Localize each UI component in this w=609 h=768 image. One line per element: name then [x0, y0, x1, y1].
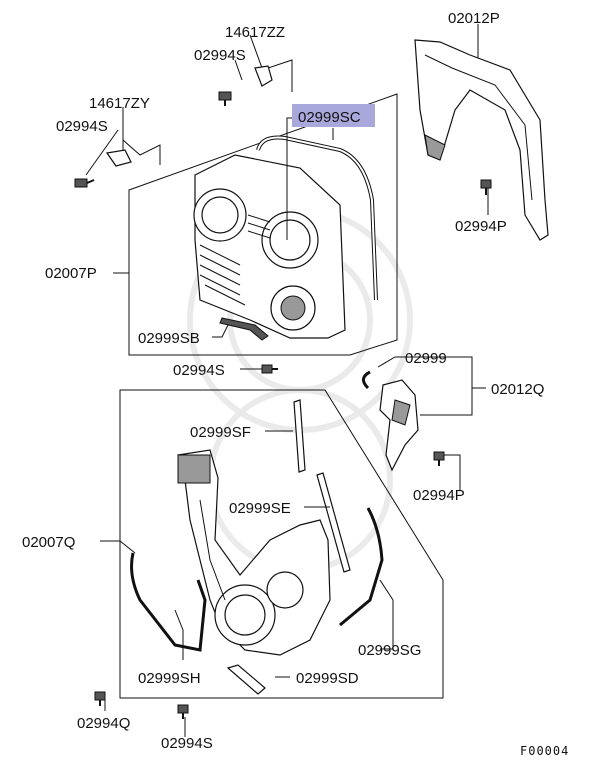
- upper-timing-cover[interactable]: [193, 154, 346, 339]
- label-02007q[interactable]: 02007Q: [22, 534, 75, 551]
- seal-02999sh[interactable]: [130, 552, 207, 652]
- label-02012p[interactable]: 02012P: [448, 10, 500, 27]
- label-02999sc[interactable]: 02999SC: [298, 109, 361, 126]
- seal-02999sb[interactable]: [219, 317, 269, 341]
- bracket-14617zz[interactable]: [254, 65, 273, 87]
- label-02994s-mid[interactable]: 02994S: [173, 362, 225, 379]
- figure-number: F00004: [520, 744, 569, 758]
- seal-02999sf[interactable]: [293, 399, 306, 473]
- label-02999sh[interactable]: 02999SH: [138, 670, 201, 687]
- label-02999sf[interactable]: 02999SF: [190, 424, 251, 441]
- timing-belt-back-plate[interactable]: [414, 39, 549, 241]
- bolt-02994s-bottom[interactable]: [177, 704, 189, 719]
- bolt-02994q[interactable]: [94, 691, 106, 706]
- label-14617zz[interactable]: 14617ZZ: [225, 24, 285, 41]
- bracket-02012q-leaders: [377, 356, 486, 490]
- bolt-02994p-top[interactable]: [480, 179, 492, 195]
- label-02007p[interactable]: 02007P: [45, 265, 97, 282]
- bracket-14617zy[interactable]: [105, 149, 132, 167]
- label-02994p-mid[interactable]: 02994P: [413, 487, 465, 504]
- bolt-02994p-mid[interactable]: [433, 451, 445, 466]
- lower-leader-lines: [100, 430, 394, 737]
- bolt-02994s-top[interactable]: [218, 91, 232, 106]
- label-02012q[interactable]: 02012Q: [491, 381, 544, 398]
- label-02994p-top[interactable]: 02994P: [455, 218, 507, 235]
- lower-cover-group-outline: [119, 389, 444, 699]
- label-02994q[interactable]: 02994Q: [77, 715, 130, 732]
- label-14617zy[interactable]: 14617ZY: [89, 95, 150, 112]
- seal-02999sd[interactable]: [226, 664, 266, 695]
- bolt-02994s-left[interactable]: [74, 178, 95, 188]
- back-plate-leaders: [477, 24, 489, 215]
- label-02994s-top[interactable]: 02994S: [194, 47, 246, 64]
- seal-02999se[interactable]: [316, 472, 351, 573]
- label-02999se[interactable]: 02999SE: [229, 500, 291, 517]
- bolt-02994s-mid[interactable]: [261, 364, 278, 374]
- clip-02999[interactable]: [362, 370, 371, 390]
- highlight-02999sc: [292, 104, 375, 127]
- label-02999sd[interactable]: 02999SD: [296, 670, 359, 687]
- label-02999[interactable]: 02999: [405, 350, 447, 367]
- label-02994s-bottom[interactable]: 02994S: [161, 735, 213, 752]
- bracket-02012q[interactable]: [379, 379, 419, 472]
- label-02999sb[interactable]: 02999SB: [138, 330, 200, 347]
- label-02999sg[interactable]: 02999SG: [358, 642, 421, 659]
- upper-leader-lines: [85, 34, 334, 370]
- label-02994s-left[interactable]: 02994S: [56, 118, 108, 135]
- seal-02999sg[interactable]: [339, 507, 384, 627]
- lower-timing-cover[interactable]: [177, 449, 331, 656]
